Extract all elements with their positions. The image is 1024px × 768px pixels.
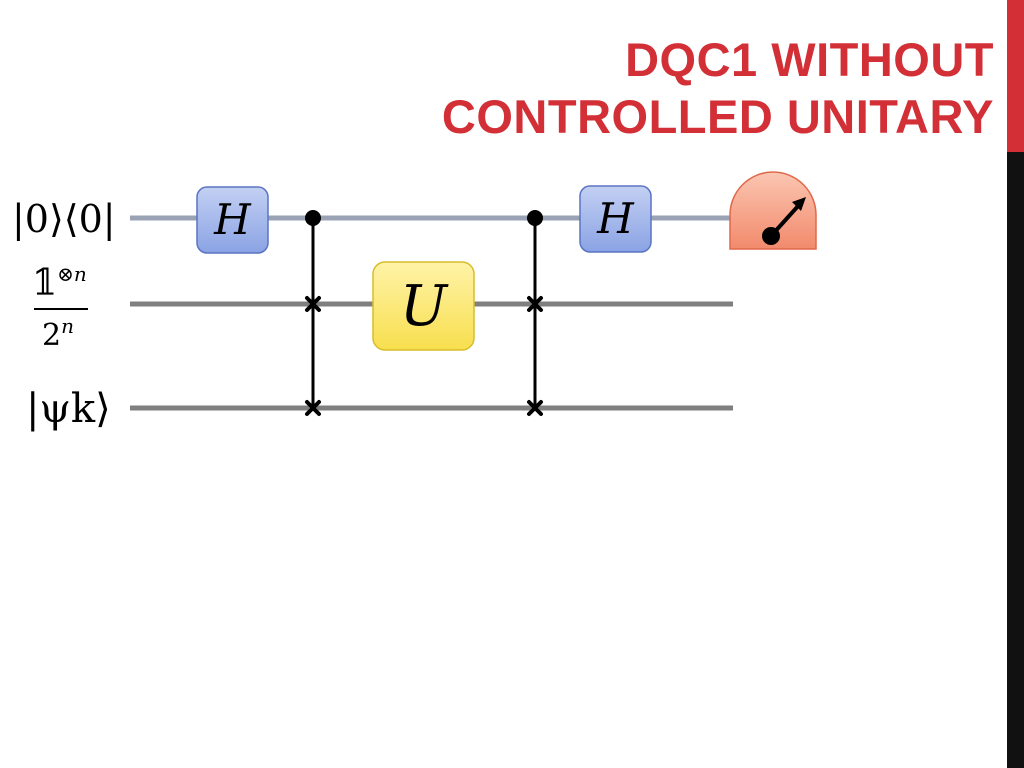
- hadamard-gate-2: H: [579, 185, 652, 253]
- hadamard-gate-1-box: [196, 186, 269, 254]
- input-label-mixed-state: 𝟙⊗n 2n: [32, 262, 88, 353]
- swap-cross-1b: [305, 400, 321, 416]
- mixed-state-denominator-base: 2: [42, 318, 61, 353]
- mixed-state-numerator-superscript: ⊗n: [57, 262, 87, 286]
- input-label-qubit: |0⟩⟨0|: [12, 197, 116, 241]
- controlled-swap-2: [527, 210, 543, 416]
- hadamard-gate-1-label: H: [213, 195, 252, 244]
- swap-cross-2b: [527, 400, 543, 416]
- meter-body: [729, 171, 817, 250]
- swap-cross-2a: [527, 296, 543, 312]
- meter-needle-head: [792, 197, 806, 211]
- meter-icon: [729, 171, 817, 250]
- unitary-gate-box: [372, 261, 475, 351]
- unitary-gate: U: [372, 261, 475, 351]
- unitary-gate-label: U: [400, 274, 449, 339]
- hadamard-gate-2-label: H: [596, 194, 635, 243]
- slide-edge-accent: [1007, 0, 1024, 152]
- title-line-2: CONTROLLED UNITARY: [441, 90, 994, 143]
- mixed-state-numerator: 𝟙⊗n: [32, 262, 87, 304]
- title-line-1: DQC1 WITHOUT: [625, 33, 994, 86]
- input-label-register: |ψk⟩: [26, 386, 111, 432]
- control-dot-2: [527, 210, 543, 226]
- mixed-state-denominator-superscript: n: [61, 314, 74, 338]
- hadamard-gate-1: H: [196, 186, 269, 254]
- slide-title: DQC1 WITHOUT CONTROLLED UNITARY: [234, 31, 994, 145]
- controlled-swap-1: [305, 210, 321, 416]
- meter-needle: [769, 203, 801, 238]
- swap-cross-1a: [305, 296, 321, 312]
- hadamard-gate-2-box: [579, 185, 652, 253]
- control-dot-1: [305, 210, 321, 226]
- quantum-circuit-diagram: H U H |0⟩⟨0| 𝟙⊗n 2n |ψk⟩: [12, 171, 817, 432]
- mixed-state-identity: 𝟙: [32, 263, 57, 304]
- slide-edge-bar: [1007, 0, 1024, 768]
- mixed-state-denominator: 2n: [42, 314, 74, 353]
